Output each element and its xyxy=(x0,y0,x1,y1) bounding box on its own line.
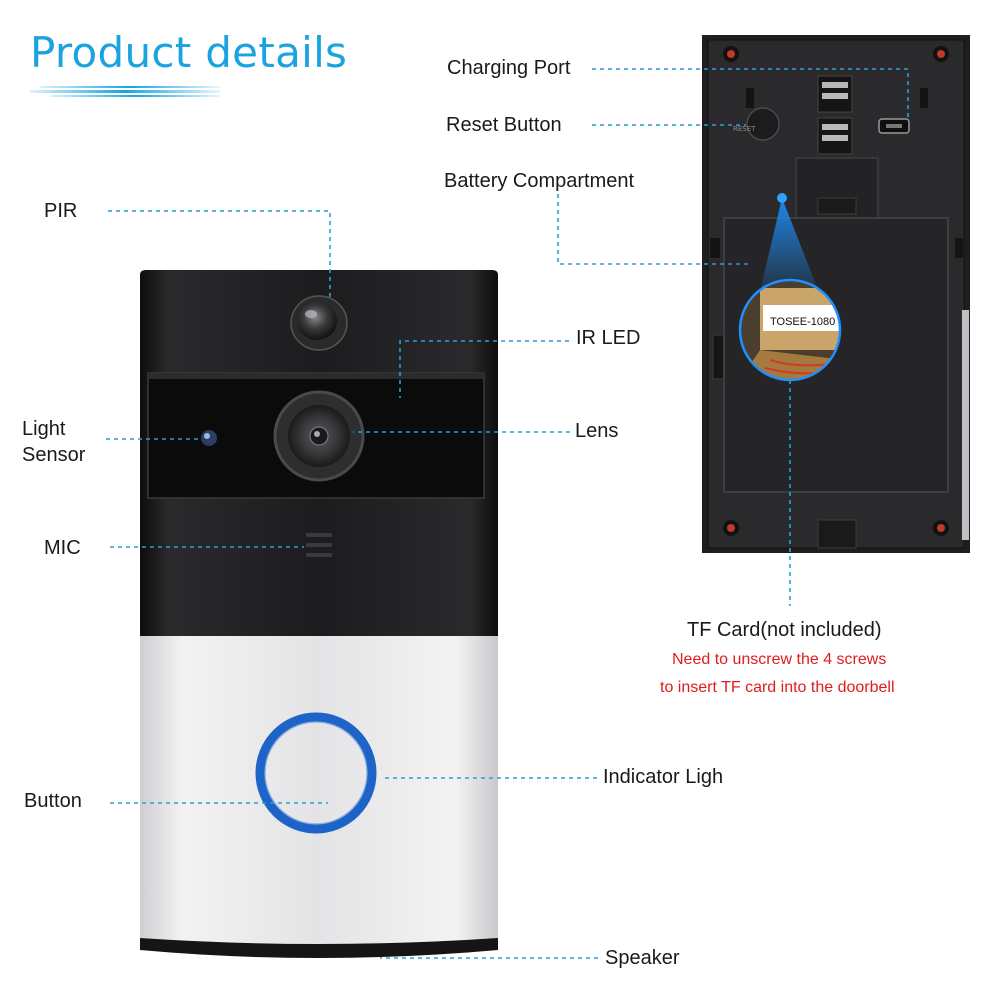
label-lens: Lens xyxy=(575,420,619,442)
label-button: Button xyxy=(24,790,82,812)
label-ir-led: IR LED xyxy=(576,327,641,349)
camera-lens-icon xyxy=(273,390,365,482)
dip-switch-icon xyxy=(817,75,853,155)
doorbell-front xyxy=(140,270,498,958)
tf-card-text: TOSEE-1080 xyxy=(770,316,835,328)
label-light-sensor-line2: Sensor xyxy=(22,444,86,466)
title-underline-stripes xyxy=(30,86,220,97)
pir-sensor-icon xyxy=(290,295,348,351)
label-light-sensor-line1: Light xyxy=(22,418,66,440)
label-reset-button: Reset Button xyxy=(446,114,562,136)
page-title: Product details xyxy=(30,28,348,77)
tf-card-note-line2: to insert TF card into the doorbell xyxy=(660,679,895,696)
label-charging-port: Charging Port xyxy=(447,57,571,79)
doorbell-back: RESET TOSEE-1080 xyxy=(702,35,970,553)
label-pir: PIR xyxy=(44,200,78,222)
light-sensor-icon xyxy=(201,430,217,446)
label-indicator-light: Indicator Ligh xyxy=(603,766,724,788)
tf-card-zoom: TOSEE-1080 xyxy=(738,278,842,382)
screw-icon xyxy=(723,46,949,536)
reset-button-icon: RESET xyxy=(733,107,780,141)
svg-text:RESET: RESET xyxy=(733,125,756,133)
label-mic: MIC xyxy=(44,537,81,559)
label-tf-card: TF Card(not included) xyxy=(687,619,882,641)
label-battery-compartment: Battery Compartment xyxy=(444,170,635,192)
microphone-icon xyxy=(306,533,332,557)
leader-lines xyxy=(106,68,909,959)
label-speaker: Speaker xyxy=(605,947,680,969)
tf-card-note-line1: Need to unscrew the 4 screws xyxy=(672,651,887,668)
doorbell-button-icon xyxy=(255,712,377,834)
usb-port-icon xyxy=(878,118,910,134)
